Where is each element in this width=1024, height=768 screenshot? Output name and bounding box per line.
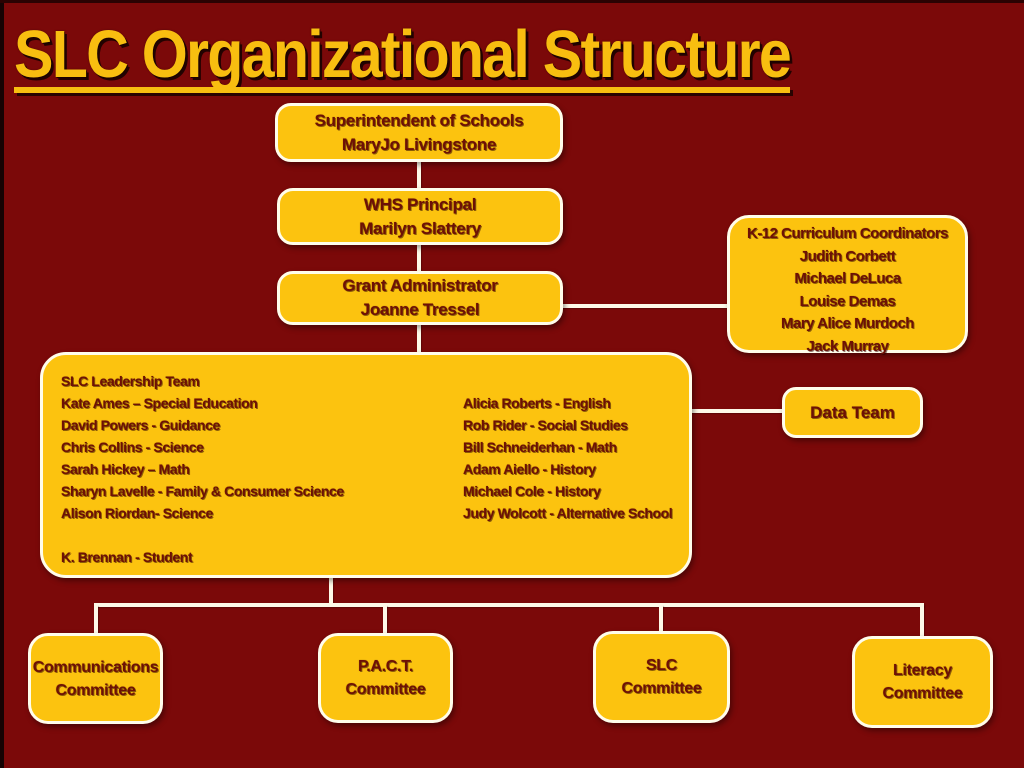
page-title-text: SLC Organizational Structure [14, 17, 792, 92]
connector-drop-communications [94, 605, 98, 635]
connector-superintendent-principal [417, 159, 421, 191]
committee-box-literacy: Literacy Committee [852, 636, 993, 728]
leadership-member: Bill Schneiderhan - Math [463, 439, 617, 455]
slide-top-edge [0, 0, 1024, 3]
connector-grantadmin-leadership [417, 322, 421, 354]
committee-box-slc: SLC Committee [593, 631, 730, 723]
superintendent-name: MaryJo Livingstone [341, 134, 497, 154]
k12-member: Louise Demas [799, 292, 896, 310]
k12-member: Mary Alice Murdoch [781, 315, 914, 332]
leadership-member: Kate Ames – Special Education [61, 395, 258, 411]
grant-admin-name: Joanne Tressel [360, 300, 480, 319]
leadership-member [61, 524, 344, 546]
leadership-member: K. Brennan - Student [61, 549, 193, 565]
slide-left-edge [0, 0, 4, 768]
superintendent-box: Superintendent of Schools MaryJo Livings… [275, 103, 563, 162]
committee-box-communications: Communications Committee [28, 633, 163, 724]
leadership-member: Alicia Roberts - English [463, 395, 611, 411]
connector-committees-rail [94, 603, 924, 607]
committee-label: SLC Committee [621, 657, 702, 697]
principal-name: Marilyn Slattery [359, 218, 481, 238]
leadership-member: Sharyn Lavelle - Family & Consumer Scien… [61, 483, 344, 499]
leadership-member: Michael Cole - History [463, 483, 601, 499]
leadership-member: Chris Collins - Science [61, 439, 204, 455]
leadership-member: Alison Riordan- Science [61, 505, 213, 521]
k12-member: Jack Murray [806, 337, 889, 355]
connector-leadership-drop [329, 575, 333, 605]
leadership-member: Judy Wolcott - Alternative School [463, 505, 673, 521]
committee-label: Literacy Committee [882, 662, 963, 702]
principal-role: WHS Principal [363, 194, 477, 214]
leadership-heading: SLC Leadership Team [61, 373, 200, 389]
connector-grantadmin-k12 [560, 304, 730, 308]
leadership-member: Adam Aiello - History [463, 461, 596, 477]
principal-box: WHS Principal Marilyn Slattery [277, 188, 563, 245]
connector-drop-pact [383, 605, 387, 635]
grant-admin-role: Grant Administrator [342, 276, 498, 295]
data-team-label: Data Team [810, 402, 895, 422]
connector-principal-grantadmin [417, 242, 421, 273]
leadership-team-box: SLC Leadership Team Kate Ames – Special … [40, 352, 692, 578]
k12-member: Judith Corbett [799, 247, 896, 265]
connector-drop-literacy [920, 605, 924, 638]
data-team-box: Data Team [782, 387, 923, 438]
superintendent-role: Superintendent of Schools [314, 110, 524, 130]
committee-label: Communications Committee [32, 658, 159, 699]
connector-drop-slc [659, 605, 663, 634]
title-underline [14, 87, 790, 93]
page-title: SLC Organizational Structure [14, 17, 892, 92]
k12-member: Michael DeLuca [794, 270, 901, 287]
leadership-left-column: SLC Leadership Team Kate Ames – Special … [61, 370, 344, 568]
connector-leadership-datateam [689, 409, 784, 413]
committee-label: P.A.C.T. Committee [345, 658, 426, 698]
leadership-member: Rob Rider - Social Studies [463, 417, 628, 433]
k12-coordinators-box: K-12 Curriculum Coordinators Judith Corb… [727, 215, 968, 355]
leadership-member: David Powers - Guidance [61, 417, 220, 433]
committee-box-pact: P.A.C.T. Committee [318, 633, 453, 723]
leadership-member: Sarah Hickey – Math [61, 461, 190, 477]
k12-heading: K-12 Curriculum Coordinators [746, 225, 949, 242]
grant-admin-box: Grant Administrator Joanne Tressel [277, 271, 563, 325]
